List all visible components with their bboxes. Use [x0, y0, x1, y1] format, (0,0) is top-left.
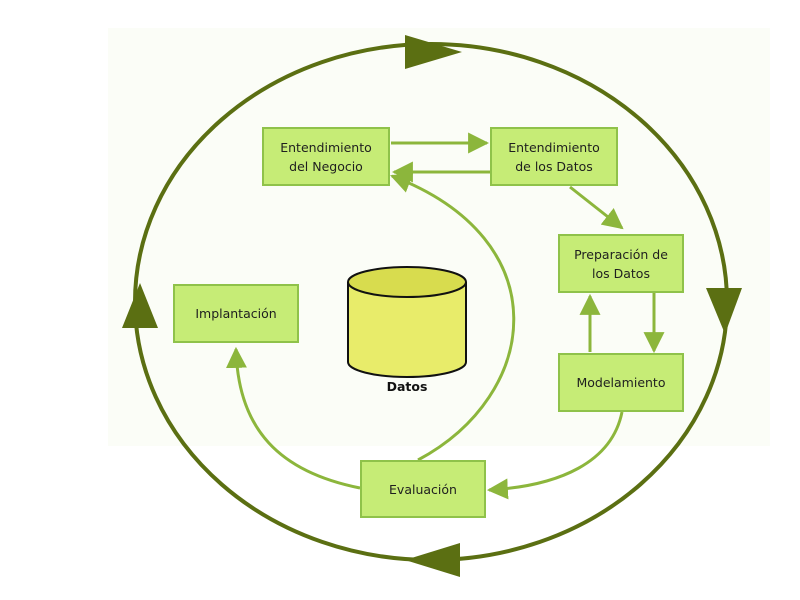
node-deployment: Implantación	[173, 284, 299, 343]
arrow-modeling-to-evaluation	[486, 411, 624, 500]
arrow-data-to-prep	[569, 185, 624, 230]
cycle-arrow-bottom-icon	[405, 543, 460, 577]
arrow-evaluation-to-business	[390, 172, 516, 462]
node-evaluation: Evaluación	[360, 460, 486, 518]
node-modeling: Modelamiento	[558, 353, 684, 412]
database-label: Datos	[386, 379, 428, 394]
arrow-evaluation-to-deployment	[225, 346, 361, 490]
cycle-arrow-right-icon	[706, 288, 742, 334]
node-data-preparation: Preparación de los Datos	[558, 234, 684, 293]
node-business-understanding: Entendimiento del Negocio	[262, 127, 390, 186]
node-data-understanding: Entendimiento de los Datos	[490, 127, 618, 186]
database-icon	[347, 266, 467, 378]
cycle-arrow-left-icon	[122, 283, 158, 328]
cycle-arrow-top-icon	[405, 35, 462, 69]
